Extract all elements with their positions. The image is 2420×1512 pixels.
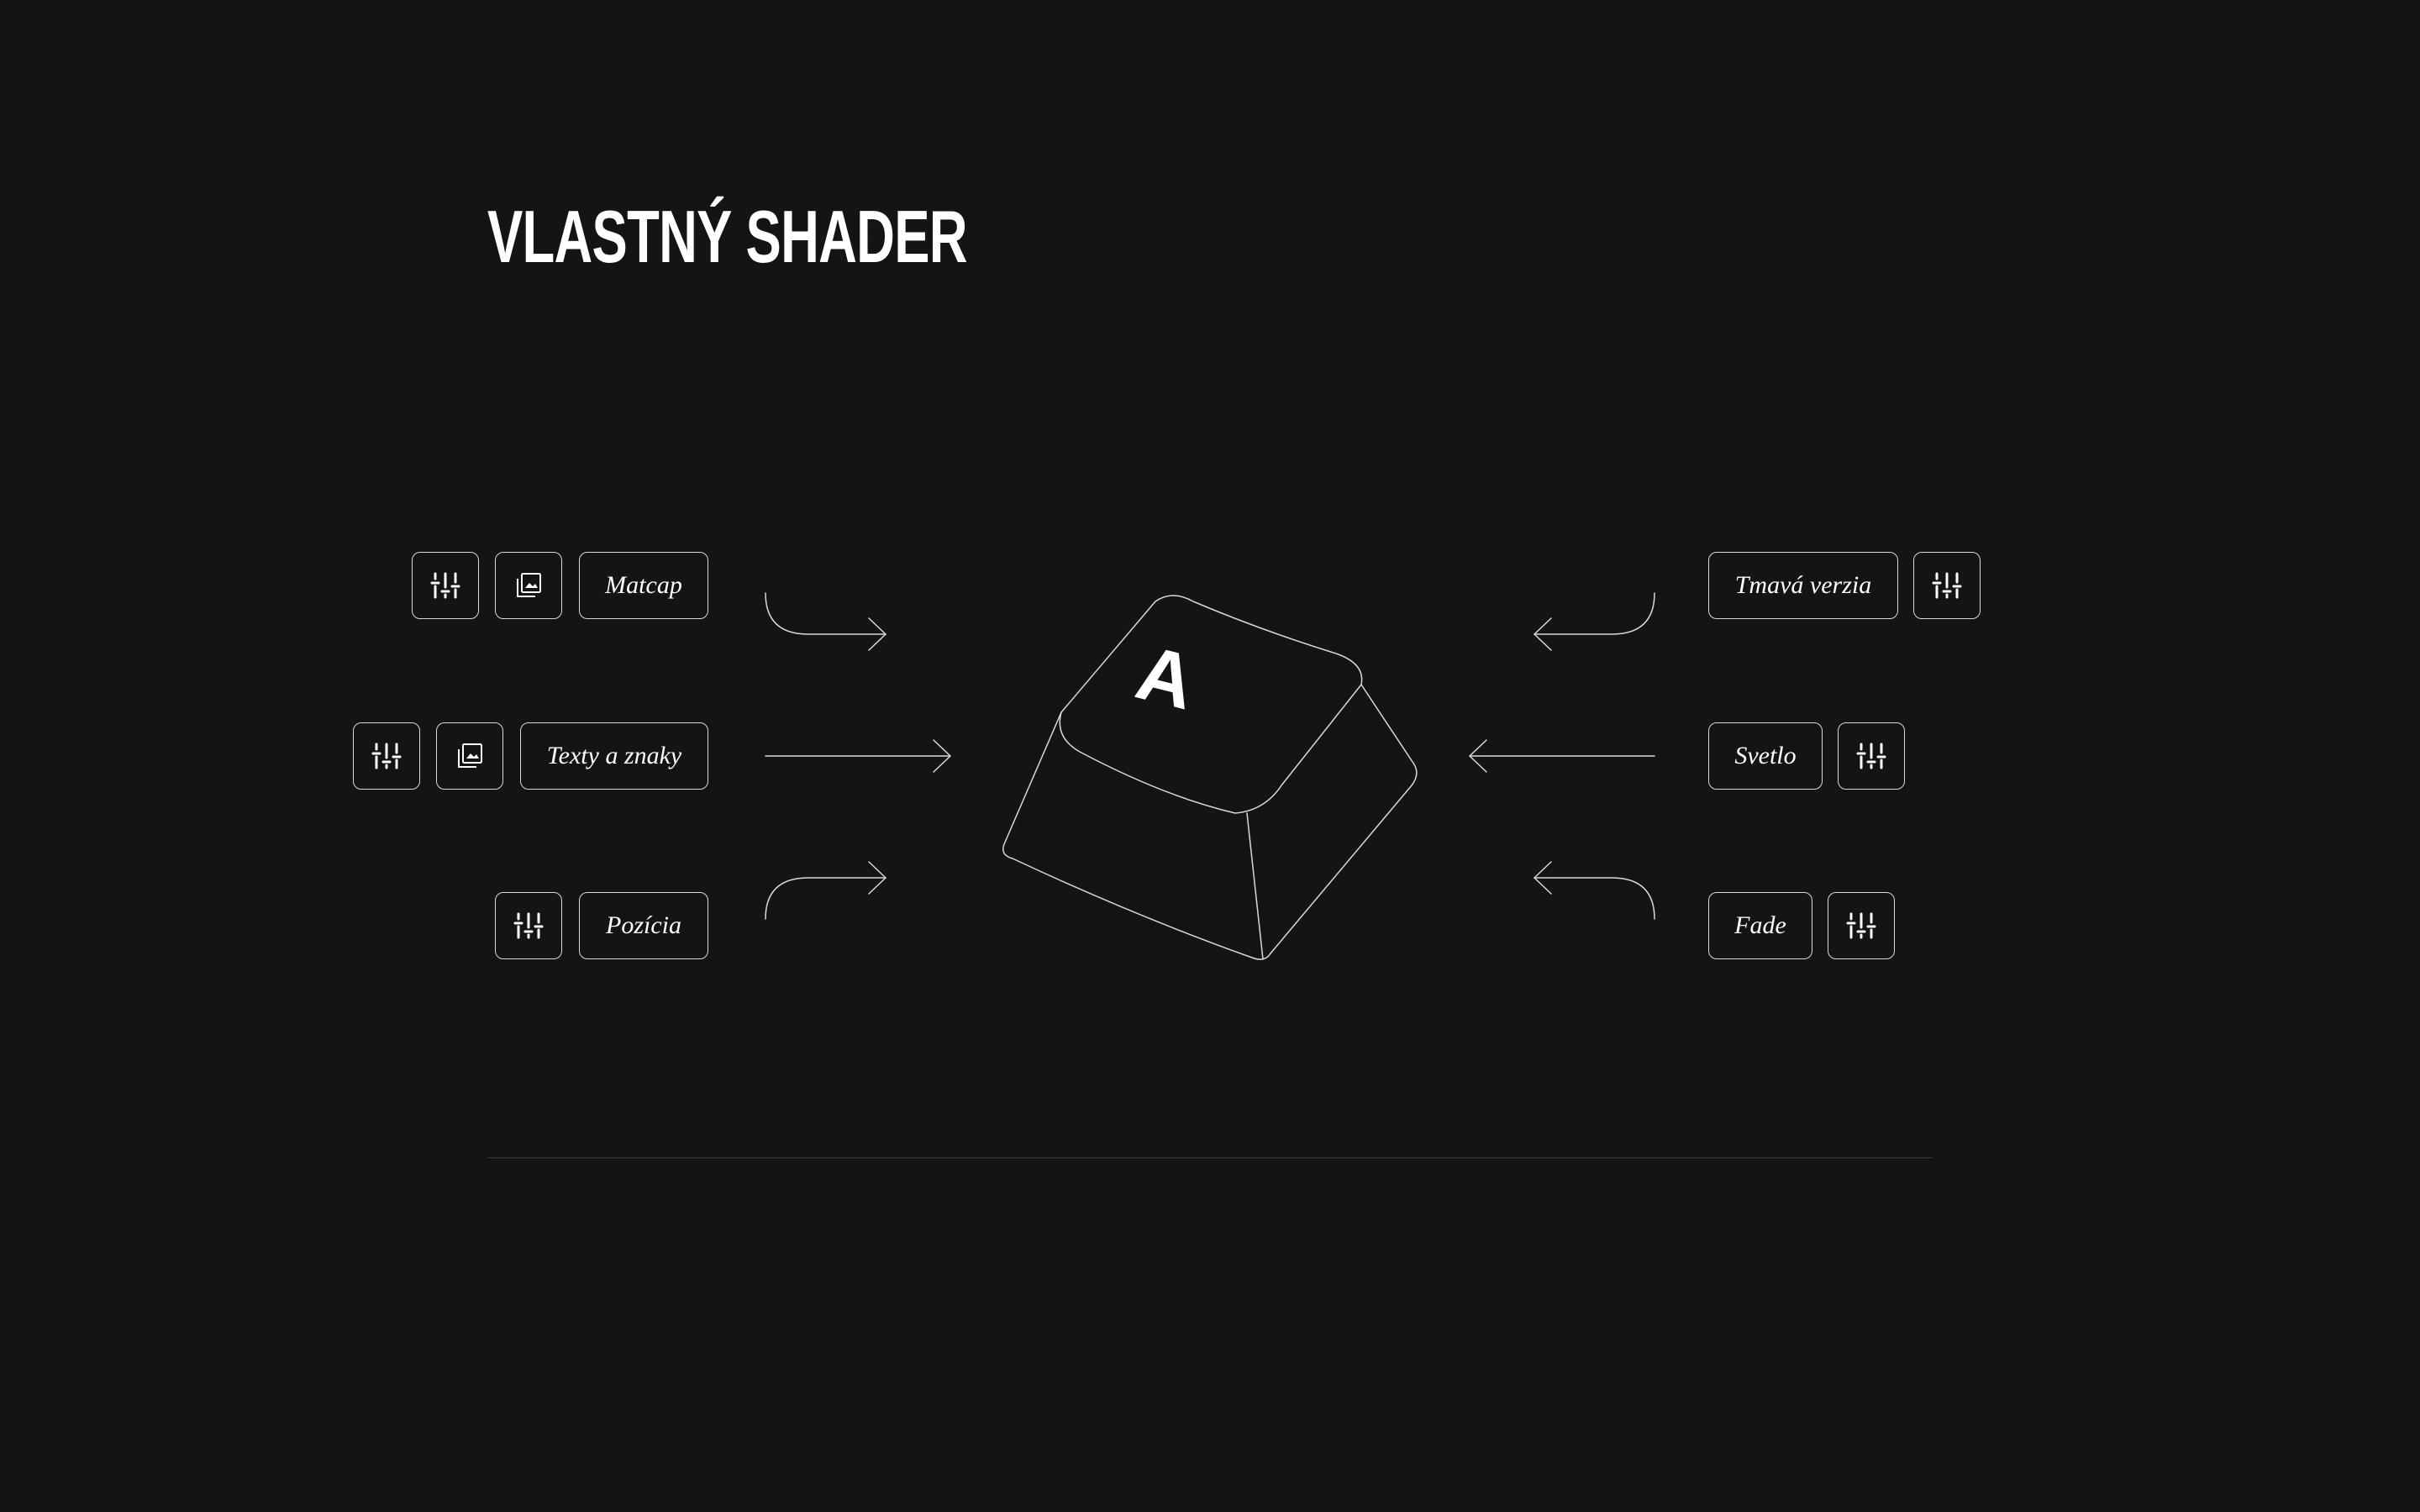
- pozicia-label: Pozícia: [606, 911, 681, 939]
- svetlo-input[interactable]: Svetlo: [1708, 722, 1823, 790]
- texty-label: Texty a znaky: [546, 742, 682, 769]
- arrow-pozicia: [765, 861, 886, 920]
- keycap-legend: A: [1128, 629, 1203, 726]
- texty-image-button[interactable]: [436, 722, 503, 790]
- matcap-sliders-button[interactable]: [412, 552, 479, 619]
- fade-input[interactable]: Fade: [1708, 892, 1812, 959]
- svetlo-label: Svetlo: [1734, 742, 1797, 769]
- page-title: VLASTNÝ SHADER: [487, 195, 967, 278]
- matcap-image-button[interactable]: [495, 552, 562, 619]
- keycap-outline: [1002, 595, 1418, 960]
- pozicia-sliders-button[interactable]: [495, 892, 562, 959]
- image-icon: [458, 743, 482, 768]
- fade-sliders-button[interactable]: [1828, 892, 1895, 959]
- matcap-label: Matcap: [605, 571, 682, 599]
- sliders-icon: [371, 743, 402, 769]
- texty-sliders-button[interactable]: [353, 722, 420, 790]
- arrow-tmava: [1534, 592, 1655, 651]
- tmava-verzia-sliders-button[interactable]: [1913, 552, 1981, 619]
- sliders-icon: [1846, 912, 1876, 939]
- arrow-matcap: [765, 592, 886, 651]
- sliders-icon: [1932, 572, 1962, 599]
- sliders-icon: [513, 912, 544, 939]
- fade-label: Fade: [1734, 911, 1786, 939]
- image-icon: [517, 573, 541, 597]
- tmava-verzia-input[interactable]: Tmavá verzia: [1708, 552, 1898, 619]
- texty-input[interactable]: Texty a znaky: [520, 722, 708, 790]
- arrow-fade: [1534, 861, 1655, 920]
- arrow-svetlo: [1469, 739, 1655, 773]
- svetlo-sliders-button[interactable]: [1838, 722, 1905, 790]
- sliders-icon: [430, 572, 460, 599]
- tmava-verzia-label: Tmavá verzia: [1734, 571, 1872, 599]
- sliders-icon: [1856, 743, 1886, 769]
- pozicia-input[interactable]: Pozícia: [579, 892, 708, 959]
- arrow-texty: [765, 739, 951, 773]
- matcap-input[interactable]: Matcap: [579, 552, 708, 619]
